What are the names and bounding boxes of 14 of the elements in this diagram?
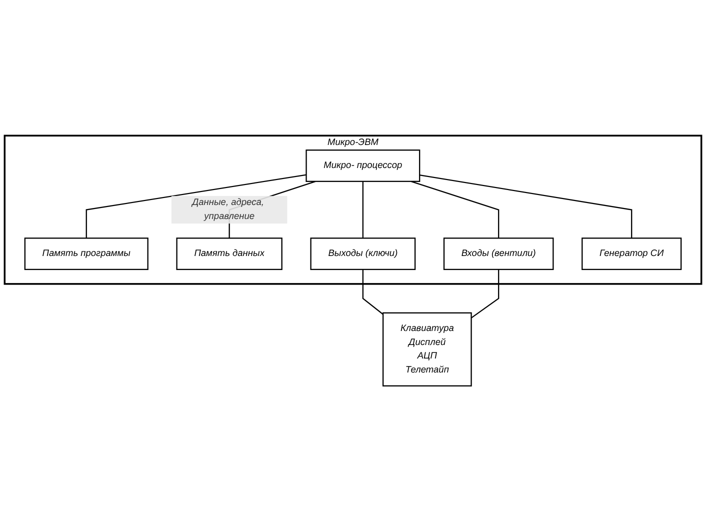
connector <box>362 269 384 315</box>
node-box: Память программы <box>24 237 148 270</box>
node-box: Клавиатура Дисплей АЦП Телетайп <box>382 312 472 386</box>
node-box: Генератор СИ <box>582 237 682 270</box>
connector <box>410 180 500 238</box>
edge-label: Данные, адреса, управление <box>192 197 264 222</box>
node-box: Входы (вентили) <box>443 237 554 270</box>
connector <box>86 174 306 238</box>
node-box: Выходы (ключи) <box>310 237 416 270</box>
connector <box>362 181 364 238</box>
connector <box>420 174 632 238</box>
connector <box>470 269 500 318</box>
node-box: Микро- процессор <box>306 149 420 182</box>
node-box: Память данных <box>176 237 282 270</box>
